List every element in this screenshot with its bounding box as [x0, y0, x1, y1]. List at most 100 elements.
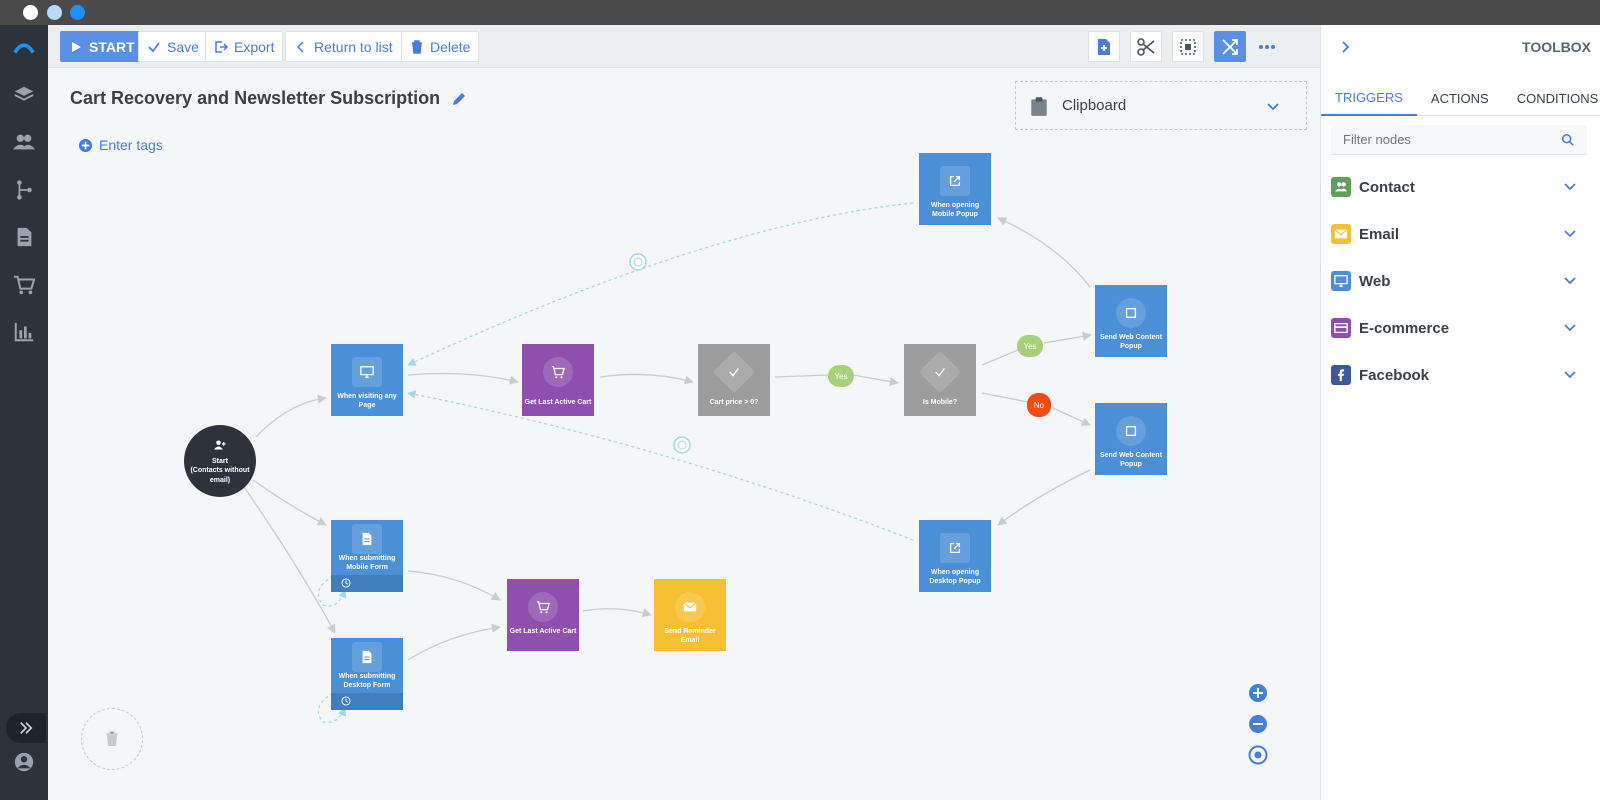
user-account-icon[interactable]	[10, 748, 38, 776]
add-note-button[interactable]	[1088, 31, 1120, 62]
toolbar: START Save Export Return to list Delete	[48, 25, 1320, 68]
more-dots-icon	[1259, 44, 1275, 49]
start-node-sublabel: (Contacts without	[190, 467, 250, 475]
form-document-icon	[352, 642, 382, 672]
tab-conditions[interactable]: CONDITIONS	[1516, 90, 1599, 106]
filter-nodes-field[interactable]	[1331, 125, 1587, 155]
node-label: When submitting Desktop Form	[338, 673, 396, 690]
app-logo-icon[interactable]	[10, 33, 38, 61]
workflow-icon[interactable]	[10, 176, 38, 204]
dashed-connector	[407, 390, 914, 541]
connector	[1043, 331, 1092, 344]
expand-nav-button[interactable]	[6, 713, 46, 743]
node-when-visiting-page[interactable]: When visiting any Page	[331, 344, 403, 416]
contacts-icon[interactable]	[10, 128, 38, 156]
node-get-last-active-cart[interactable]: Get Last Active Cart	[522, 344, 594, 416]
trash-icon	[106, 731, 118, 746]
category-web[interactable]: Web	[1331, 263, 1587, 299]
chevron-down-icon	[1564, 230, 1576, 238]
auto-layout-button[interactable]	[1214, 31, 1246, 62]
node-when-opening-desktop-popup[interactable]: When opening Desktop Popup	[919, 520, 991, 592]
zoom-out-button[interactable]	[1247, 713, 1269, 735]
return-label: Return to list	[314, 38, 393, 55]
workflow-title: Cart Recovery and Newsletter Subscriptio…	[70, 88, 441, 108]
window-close-dot[interactable]	[23, 5, 38, 20]
node-send-reminder-email[interactable]: Send Reminder Email	[654, 579, 726, 651]
node-timer-bar	[331, 575, 403, 592]
return-to-list-button[interactable]: Return to list	[285, 31, 402, 62]
enter-tags-button[interactable]: Enter tags	[78, 137, 163, 153]
trash-icon	[412, 39, 422, 54]
chevron-right-icon[interactable]	[1339, 40, 1353, 54]
connector	[997, 217, 1091, 288]
connector	[981, 392, 1029, 403]
no-badge[interactable]: No	[1027, 393, 1051, 417]
tab-actions[interactable]: ACTIONS	[1430, 90, 1489, 106]
node-label: Send Web Content Popup	[1099, 452, 1163, 469]
delete-button[interactable]: Delete	[401, 31, 480, 62]
connector	[997, 469, 1091, 526]
category-facebook[interactable]: Facebook	[1331, 357, 1587, 393]
node-send-web-content-popup-1[interactable]: Send Web Content Popup	[1095, 285, 1167, 357]
node-send-web-content-popup-2[interactable]: Send Web Content Popup	[1095, 403, 1167, 475]
layers-icon[interactable]	[10, 81, 38, 109]
check-icon	[148, 41, 160, 52]
enter-tags-label: Enter tags	[99, 137, 163, 153]
envelope-icon	[675, 592, 705, 622]
target-icon	[1248, 745, 1268, 765]
yes-badge[interactable]: Yes	[1017, 335, 1043, 357]
select-area-button[interactable]	[1172, 31, 1204, 62]
window-maximize-dot[interactable]	[70, 5, 85, 20]
chevron-down-icon	[1564, 324, 1576, 332]
edit-pencil-icon[interactable]	[451, 91, 467, 107]
search-icon	[1561, 133, 1574, 146]
node-label: Is Mobile?	[922, 399, 958, 406]
analytics-icon[interactable]	[10, 318, 38, 346]
node-when-submitting-desktop-form[interactable]: When submitting Desktop Form	[331, 638, 403, 710]
node-label: Get Last Active Cart	[524, 399, 592, 406]
clock-icon	[341, 696, 351, 706]
connector	[852, 374, 899, 387]
start-node[interactable]: Start (Contacts without email)	[184, 425, 256, 497]
dashed-loop	[317, 575, 347, 607]
filter-nodes-input[interactable]	[1343, 132, 1563, 147]
workflow-canvas[interactable]	[48, 25, 1320, 800]
document-icon[interactable]	[10, 223, 38, 251]
node-when-submitting-mobile-form[interactable]: When submitting Mobile Form	[331, 520, 403, 592]
node-get-last-active-cart-2[interactable]: Get Last Active Cart	[507, 579, 579, 651]
yes-badge[interactable]: Yes	[828, 365, 854, 387]
category-email[interactable]: Email	[1331, 216, 1587, 252]
cut-button[interactable]	[1130, 31, 1162, 62]
workflow-editor: START Save Export Return to list Delete	[48, 25, 1320, 800]
contacts-group-icon	[214, 440, 226, 450]
export-button[interactable]: Export	[205, 31, 284, 62]
node-label: Cart price > 0?	[709, 399, 759, 406]
category-label: Email	[1359, 225, 1400, 243]
node-when-opening-mobile-popup[interactable]: When opening Mobile Popup	[919, 153, 991, 225]
start-button[interactable]: START	[60, 31, 144, 62]
node-is-mobile-condition[interactable]: Is Mobile?	[904, 344, 976, 416]
window-minimize-dot[interactable]	[47, 5, 62, 20]
category-ecommerce[interactable]: E-commerce	[1331, 310, 1587, 346]
external-link-icon	[940, 533, 970, 563]
minus-circle-icon	[1249, 715, 1267, 733]
node-cart-price-condition[interactable]: Cart price > 0?	[698, 344, 770, 416]
chevron-down-icon	[1267, 103, 1279, 111]
more-options-button[interactable]	[1251, 31, 1283, 62]
category-contact[interactable]: Contact	[1331, 169, 1587, 205]
center-view-button[interactable]	[1247, 744, 1269, 766]
save-button[interactable]: Save	[138, 31, 208, 62]
trash-drop-zone[interactable]	[81, 708, 143, 770]
start-node-sublabel: email)	[209, 476, 231, 484]
tab-triggers[interactable]: TRIGGERS	[1321, 80, 1417, 116]
delay-clock-icon[interactable]	[673, 436, 691, 454]
node-label: When opening Mobile Popup	[930, 202, 980, 219]
connector	[407, 570, 501, 601]
export-label: Export	[234, 38, 275, 55]
cart-icon[interactable]	[10, 271, 38, 299]
node-label: When submitting Mobile Form	[338, 555, 396, 572]
delete-label: Delete	[430, 38, 471, 55]
delay-clock-icon[interactable]	[629, 253, 647, 271]
clipboard-dropdown[interactable]: Clipboard	[1015, 81, 1307, 130]
zoom-in-button[interactable]	[1247, 682, 1269, 704]
